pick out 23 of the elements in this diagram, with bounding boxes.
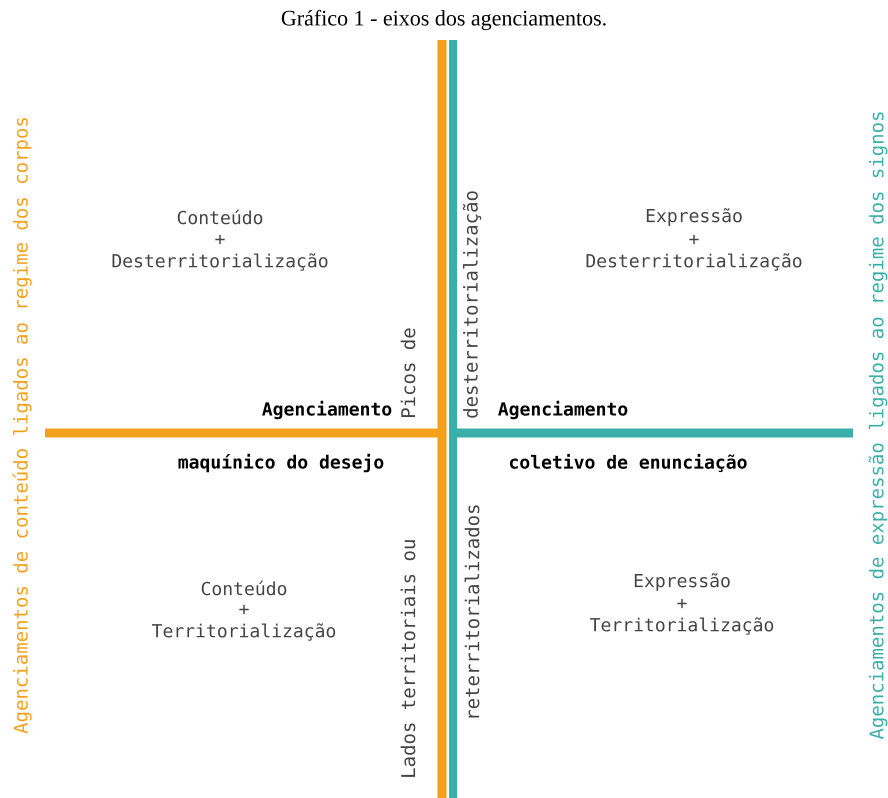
quadrant-label: Territorialização [590, 617, 774, 635]
axis-label: Lados territoriais ou [400, 540, 416, 777]
title: Gráfico 1 - eixos dos agenciamentos. [282, 10, 606, 30]
quadrant-label: Desterritorialização [586, 253, 802, 271]
axis-label: reterritorializados [464, 505, 480, 718]
quadrant-label: Desterritorialização [112, 253, 328, 271]
quadrant-label: + [677, 598, 687, 608]
quadrant-label: Expressão [634, 573, 730, 591]
side-label: Agenciamentos de expressão ligados ao regime dos signos [868, 112, 888, 740]
axis-label: Agenciamento [498, 400, 628, 420]
quadrant-label: + [239, 604, 249, 614]
quadrant-label: Conteúdo [178, 210, 262, 224]
axis-label: coletivo de enunciação [510, 454, 747, 472]
quadrant-label: + [215, 234, 225, 244]
axis-label: maquínico do desejo [178, 454, 384, 472]
side-label: Agenciamentos de conteúdo ligados ao regime dos corpos [12, 118, 32, 734]
axis-label: Agenciamento [262, 400, 392, 420]
axis-label: desterritorialização [462, 191, 482, 418]
axis-label: Picos de [400, 328, 416, 417]
quadrant-label: Conteúdo [202, 580, 286, 596]
quadrant-label: + [689, 234, 699, 244]
quadrant-label: Territorialização [152, 623, 336, 641]
quadrant-label: Expressão [646, 208, 742, 226]
